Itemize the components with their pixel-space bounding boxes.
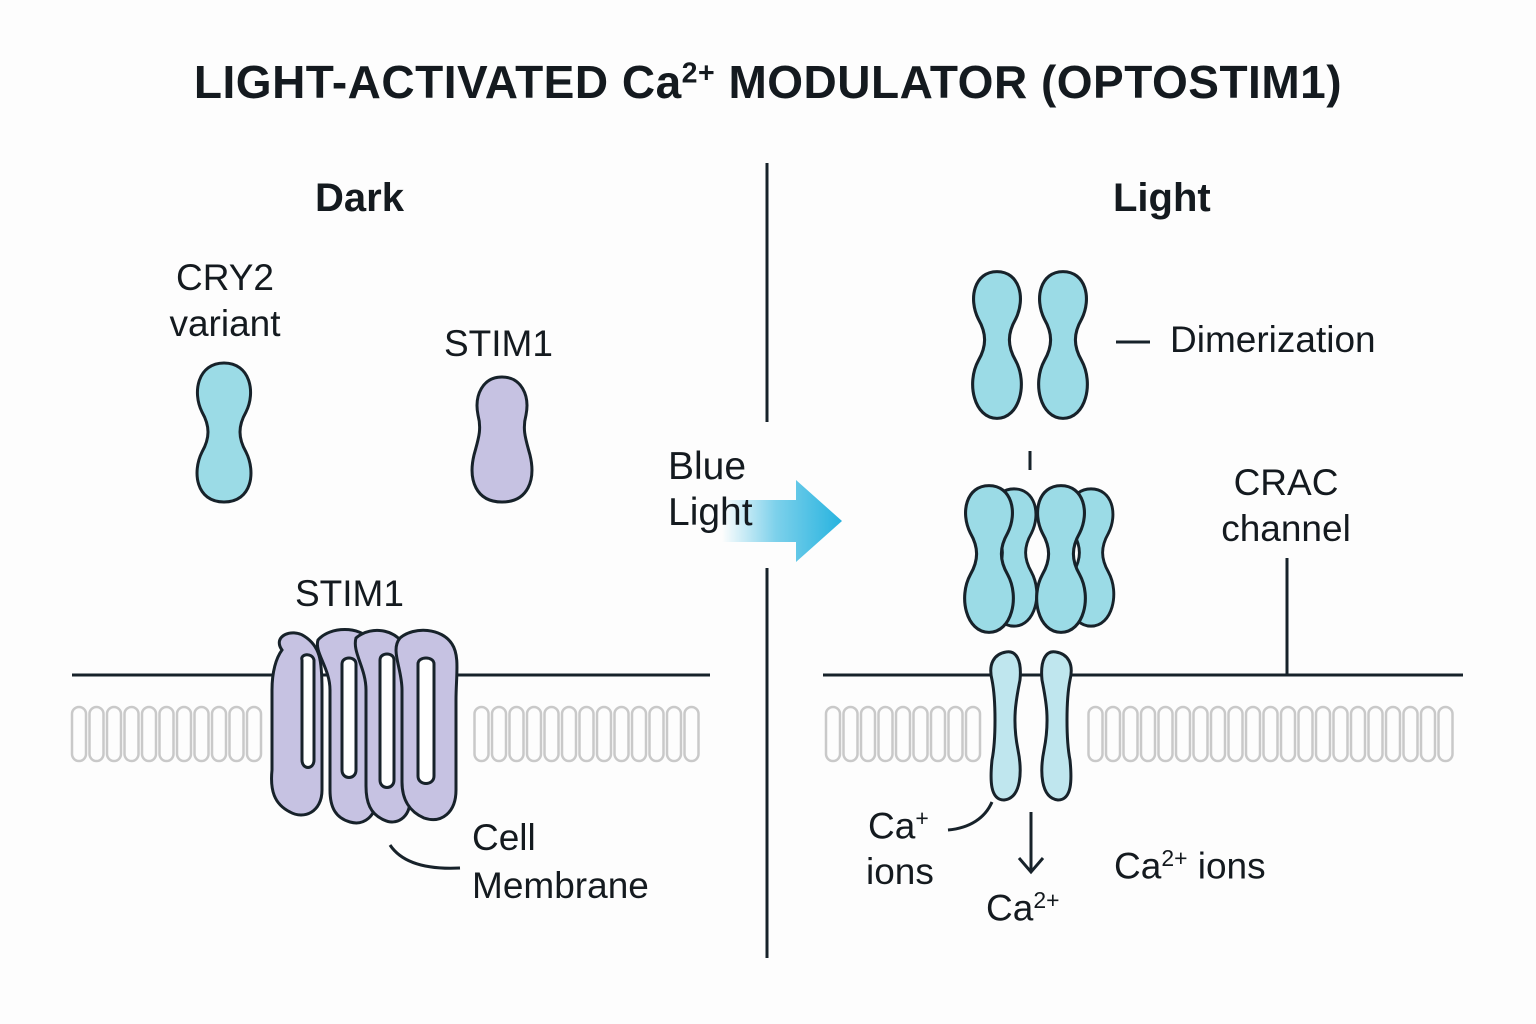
lipid-bead [824,705,842,763]
lipid-bead [964,705,982,763]
lipid-bead [1157,705,1174,763]
lipid-bead [912,705,929,763]
lipid-bead [1174,705,1192,763]
lipid-bead [490,705,508,763]
ca-ions-left-sup: + [915,805,929,831]
ca-bottom-main: Ca [986,887,1034,929]
lipid-bead [648,705,665,763]
stim1-membrane-complex [270,628,459,825]
lipid-bead [1332,705,1349,763]
lipid-bead [665,705,683,763]
lipid-bead [1402,705,1419,763]
ca-flow-arrow [1017,812,1045,875]
ca-ions-leader [947,801,994,832]
lipid-bead [525,705,543,763]
lipid-bead [1314,705,1332,763]
lipid-bead [683,705,700,763]
lipid-bead [543,705,560,763]
lipid-bead [1209,705,1227,763]
lipid-bead [1139,705,1157,763]
lipid-bead [842,705,859,763]
lipid-bead [947,705,964,763]
lipid-bead [1087,705,1104,763]
lipid-bead [1297,705,1314,763]
lipid-bead [1104,705,1122,763]
ca-ions-right-sup: 2+ [1161,845,1188,871]
cell-membrane-right [823,673,1463,763]
lipid-bead [1419,705,1437,763]
lipid-bead [508,705,525,763]
lipid-bead [613,705,630,763]
dark-heading: Dark [315,176,404,220]
lipid-bead [473,705,490,763]
lipid-bead [1349,705,1367,763]
crac-label-line1: CRAC [1233,462,1339,503]
stim1-membrane-label: STIM1 [295,573,404,614]
lipid-bead [929,705,947,763]
lipid-bead [1262,705,1279,763]
lipid-bead [894,705,912,763]
ca-ions-right-label: Ca2+ ions [1114,846,1266,887]
lipid-bead [245,705,263,763]
blue-light-label-line1: Blue [668,445,747,488]
lipid-bead [228,705,245,763]
cry2-variant-shape [195,361,253,504]
blue-light-arrow [722,480,842,562]
ca-ions-left-main: Ca [868,805,916,847]
lipid-bead [560,705,578,763]
lipid-bead [193,705,210,763]
lipid-bead [123,705,140,763]
title-rest: MODULATOR (OPTOSTIM1) [715,56,1343,108]
lipid-bead [1279,705,1297,763]
lipid-bead [1227,705,1244,763]
light-heading: Light [1113,176,1211,220]
lipid-bead [595,705,613,763]
lipid-bead [105,705,123,763]
lipid-bead [1122,705,1139,763]
blue-light-label-line2: Light [668,491,753,534]
cell-membrane-label-line2: Membrane [472,865,649,906]
title-sup: 2+ [681,57,716,90]
cry2-label-line2: variant [169,303,281,344]
stim1-free-shape [470,375,534,504]
cell-membrane-left [70,673,710,763]
ca-bottom-label: Ca2+ [986,888,1059,929]
cell-membrane-leader [388,844,461,870]
ca-ions-right-rest: ions [1187,845,1266,887]
ca-ions-left-label-line2: ions [866,851,934,892]
dimerization-label: Dimerization [1170,319,1376,360]
title-main: LIGHT-ACTIVATED Ca [193,56,682,108]
page-title: LIGHT-ACTIVATED Ca2+ MODULATOR (OPTOSTIM… [0,56,1536,108]
cry2-dimer [971,270,1089,420]
lipid-bead [1437,705,1454,763]
lipid-bead [70,705,88,763]
crac-label-line2: channel [1221,508,1351,549]
lipid-bead [158,705,175,763]
lipid-bead [140,705,158,763]
ca-ions-right-main: Ca [1114,845,1162,887]
lipid-bead [1367,705,1384,763]
lipid-bead [88,705,105,763]
lipid-bead [1192,705,1209,763]
ca-bottom-sup: 2+ [1033,887,1060,913]
lipid-bead [175,705,193,763]
lipid-bead [1384,705,1402,763]
crac-channel [989,650,1073,802]
lipid-bead [210,705,228,763]
lipid-bead [1244,705,1262,763]
lipid-bead [630,705,648,763]
ca-ions-left-label-line1: Ca+ [868,806,929,847]
cell-membrane-label-line1: Cell [472,817,536,858]
cry2-label-line1: CRY2 [175,257,275,298]
lipid-bead [859,705,877,763]
lipid-bead [578,705,595,763]
stim1-free-label: STIM1 [444,323,553,364]
lipid-bead [877,705,894,763]
optostim1-cluster [963,484,1116,634]
